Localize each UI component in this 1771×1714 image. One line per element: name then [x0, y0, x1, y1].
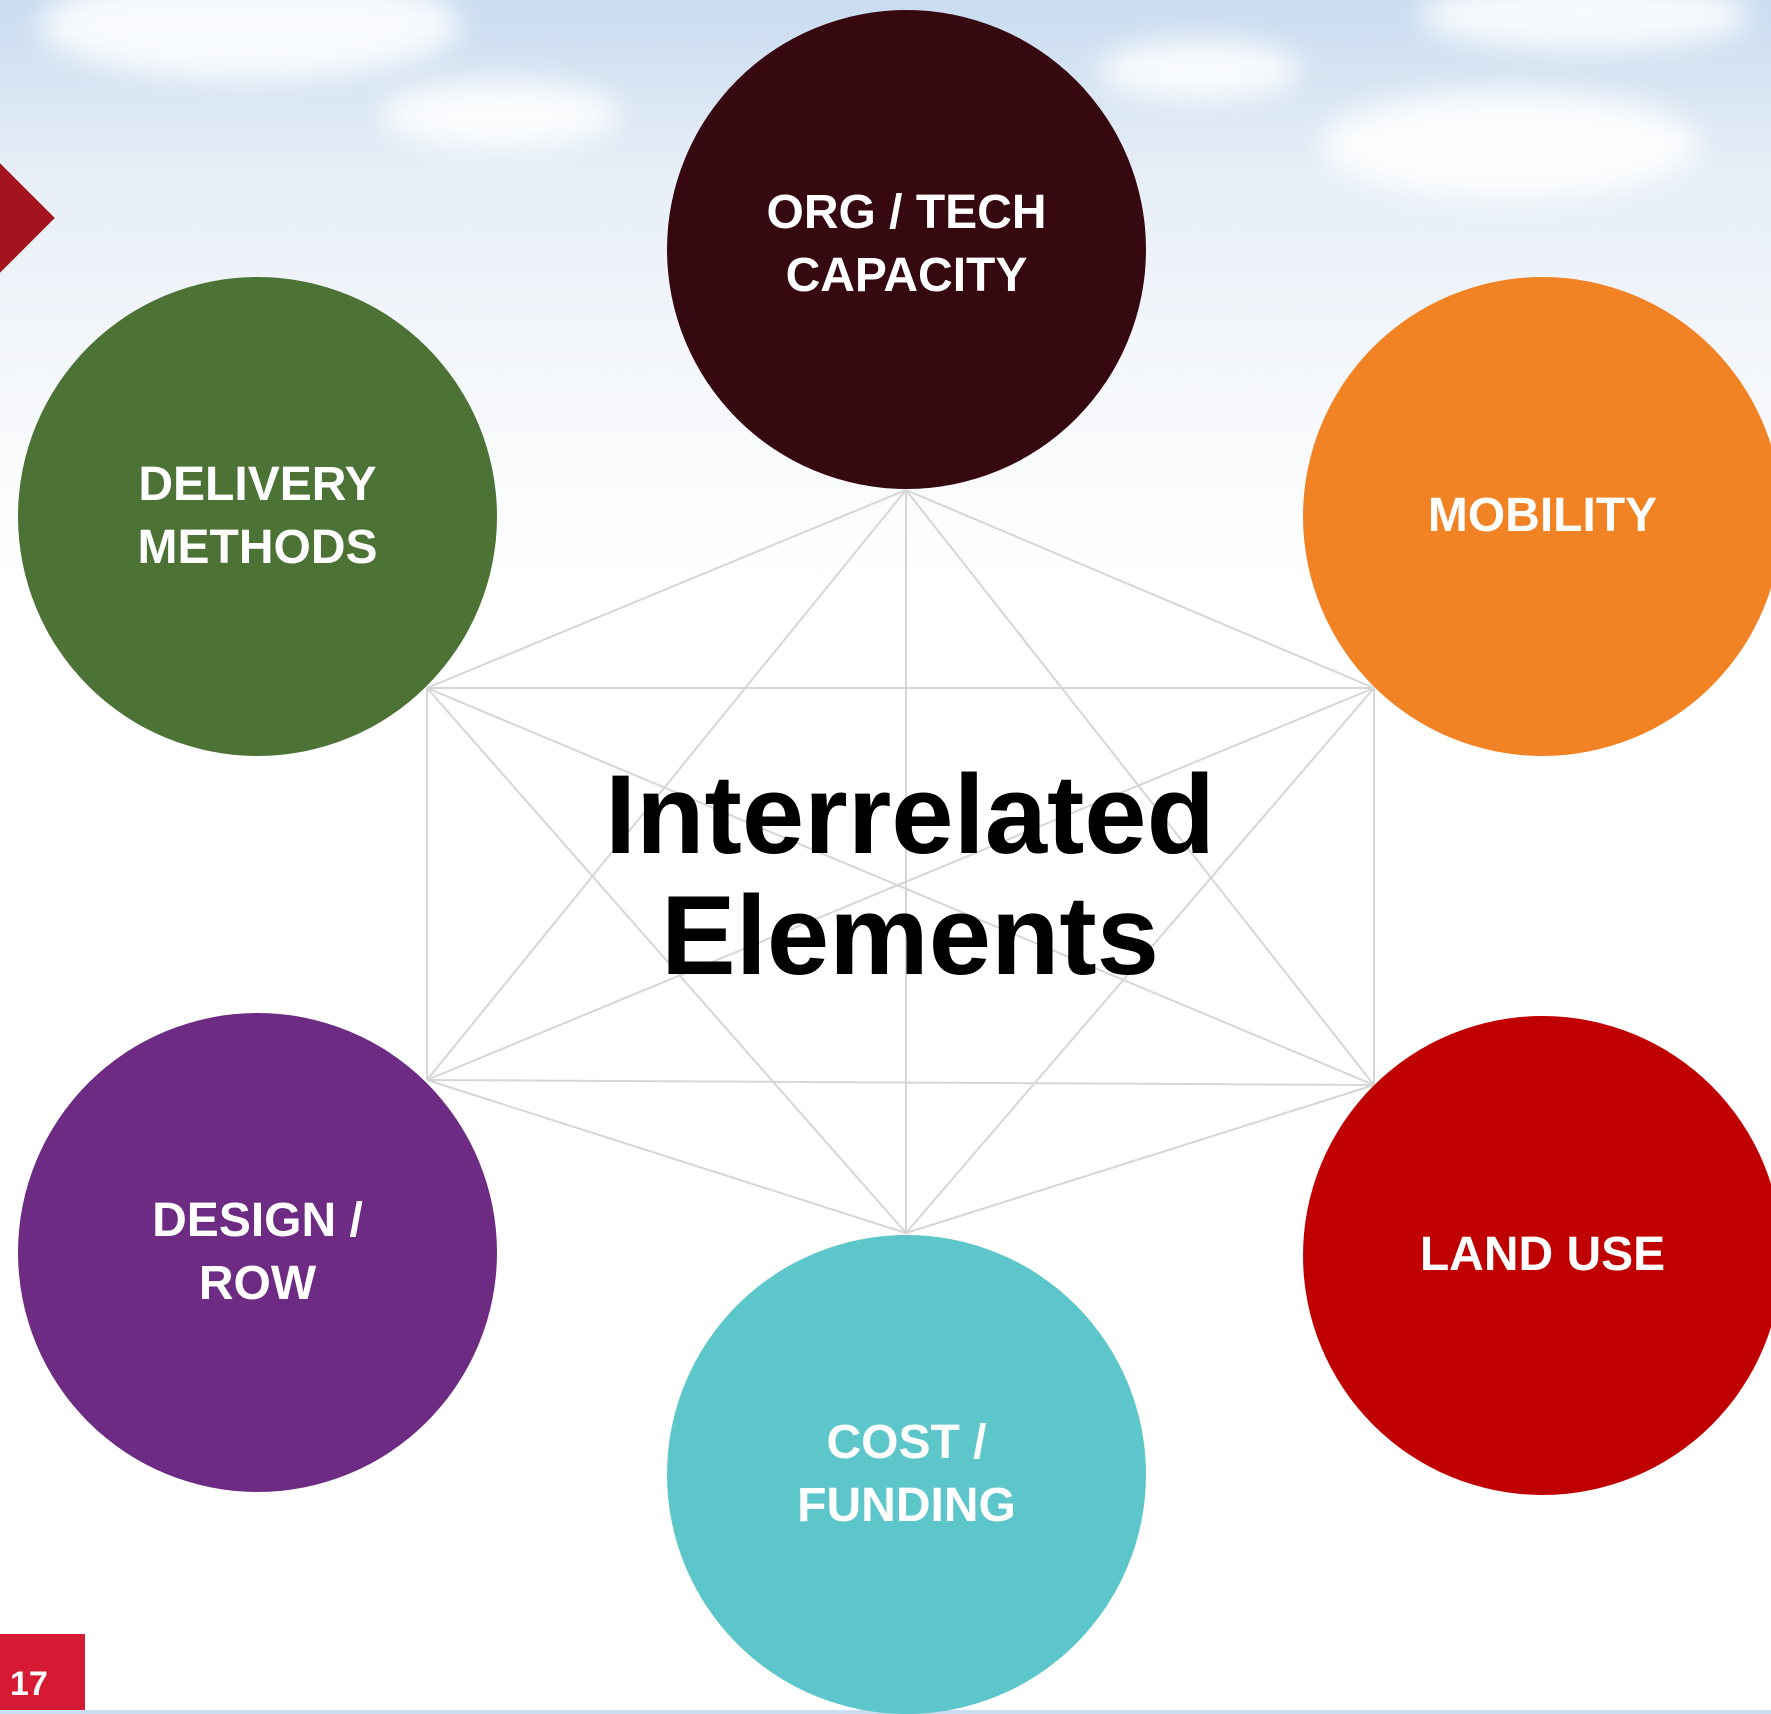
node-design-row: DESIGN / ROW — [18, 1013, 497, 1492]
connection-line — [905, 1084, 1375, 1234]
node-land-use: LAND USE — [1303, 1016, 1771, 1495]
connection-line — [905, 687, 1375, 1234]
node-label: DESIGN / ROW — [152, 1194, 363, 1310]
node-label: MOBILITY — [1427, 489, 1658, 543]
node-mobility: MOBILITY — [1303, 277, 1771, 756]
connection-line — [426, 489, 907, 689]
connection-line — [426, 687, 1375, 1086]
connection-line — [426, 1079, 1375, 1086]
node-delivery-methods: DELIVERY METHODS — [18, 277, 497, 756]
connection-line — [426, 1079, 907, 1234]
cloud — [1100, 40, 1300, 100]
diagram-title: Interrelated Elements — [605, 752, 1215, 998]
connection-line — [905, 489, 1375, 689]
node-org-tech-capacity: ORG / TECH CAPACITY — [667, 10, 1146, 489]
node-label: ORG / TECH CAPACITY — [766, 186, 1047, 302]
node-label: DELIVERY METHODS — [137, 458, 378, 574]
cloud — [380, 80, 620, 150]
slide-number: 17 — [0, 1634, 85, 1710]
connection-line — [426, 687, 1375, 1081]
connection-line — [905, 489, 1375, 1086]
cloud — [1320, 90, 1700, 200]
node-label: COST / FUNDING — [797, 1416, 1016, 1532]
connection-line — [426, 489, 907, 1081]
node-label: LAND USE — [1419, 1228, 1666, 1282]
connection-line — [426, 687, 907, 1234]
node-cost-funding: COST / FUNDING — [667, 1235, 1146, 1714]
